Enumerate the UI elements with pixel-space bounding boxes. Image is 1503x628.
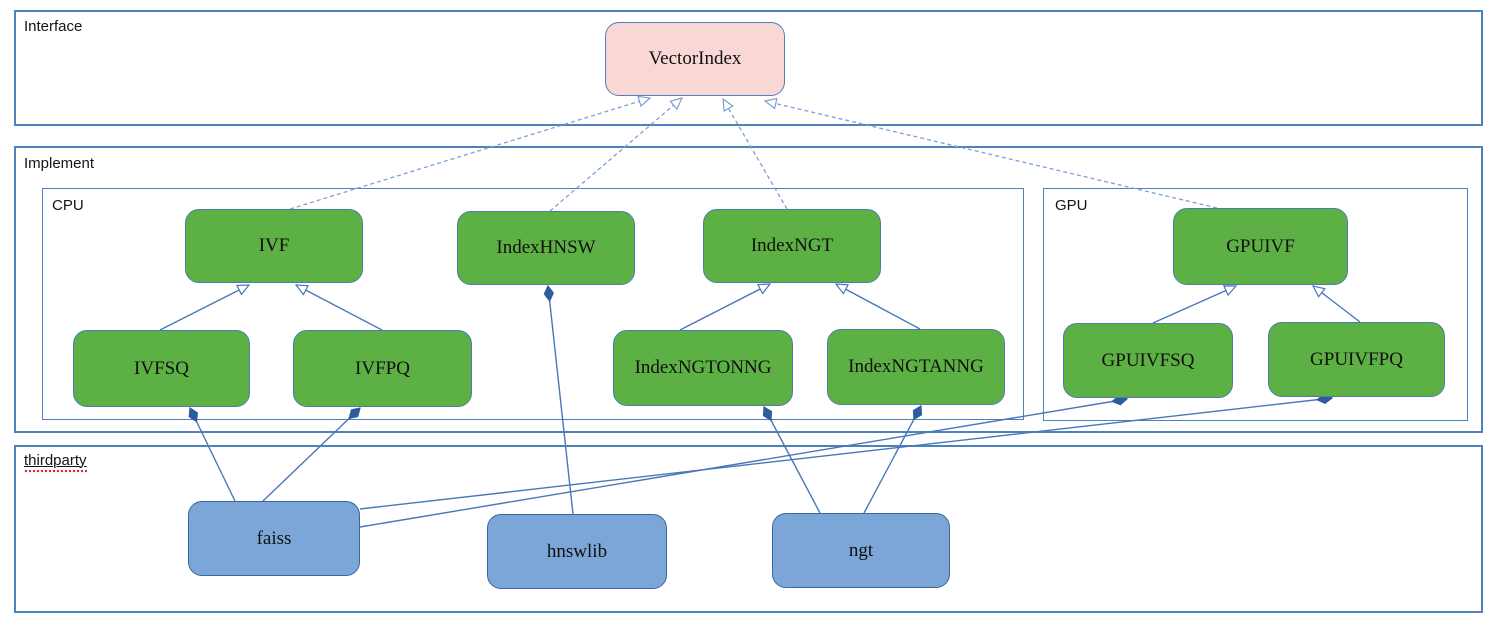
node-gpuivfsq[interactable]: GPUIVFSQ bbox=[1063, 323, 1233, 398]
node-indexngt[interactable]: IndexNGT bbox=[703, 209, 881, 283]
node-ivfpq-label: IVFPQ bbox=[355, 357, 410, 379]
gpu-label: GPU bbox=[1055, 197, 1088, 214]
node-indexngt-label: IndexNGT bbox=[750, 235, 834, 256]
node-indexngtanng-label: IndexNGTANNG bbox=[848, 356, 984, 377]
node-vectorindex[interactable]: VectorIndex bbox=[605, 22, 785, 96]
node-indexngtonng-label: IndexNGTONNG bbox=[634, 357, 772, 378]
node-gpuivfpq[interactable]: GPUIVFPQ bbox=[1268, 322, 1445, 397]
node-faiss-label: faiss bbox=[256, 527, 292, 549]
node-indexngtonng[interactable]: IndexNGTONNG bbox=[613, 330, 793, 406]
node-hnswlib-label: hnswlib bbox=[546, 540, 608, 562]
node-ivfsq[interactable]: IVFSQ bbox=[73, 330, 250, 407]
node-ngt-label: ngt bbox=[848, 539, 874, 561]
node-gpuivfpq-label: GPUIVFPQ bbox=[1310, 348, 1403, 370]
node-indexhnsw[interactable]: IndexHNSW bbox=[457, 211, 635, 285]
interface-label: Interface bbox=[24, 18, 83, 35]
node-ivfpq[interactable]: IVFPQ bbox=[293, 330, 472, 407]
node-faiss[interactable]: faiss bbox=[188, 501, 360, 576]
thirdparty-label: thirdparty bbox=[24, 452, 87, 469]
cpu-label: CPU bbox=[52, 197, 84, 214]
node-hnswlib[interactable]: hnswlib bbox=[487, 514, 667, 589]
node-ivf-label: IVF bbox=[258, 235, 290, 256]
node-gpuivfsq-label: GPUIVFSQ bbox=[1101, 349, 1195, 371]
node-ivf[interactable]: IVF bbox=[185, 209, 363, 283]
implement-label: Implement bbox=[24, 155, 95, 172]
node-ngt[interactable]: ngt bbox=[772, 513, 950, 588]
node-vectorindex-label: VectorIndex bbox=[648, 48, 742, 69]
node-gpuivf[interactable]: GPUIVF bbox=[1173, 208, 1348, 285]
node-indexngtanng[interactable]: IndexNGTANNG bbox=[827, 329, 1005, 405]
node-ivfsq-label: IVFSQ bbox=[134, 357, 189, 379]
node-gpuivf-label: GPUIVF bbox=[1226, 235, 1295, 257]
node-indexhnsw-label: IndexHNSW bbox=[496, 237, 596, 258]
